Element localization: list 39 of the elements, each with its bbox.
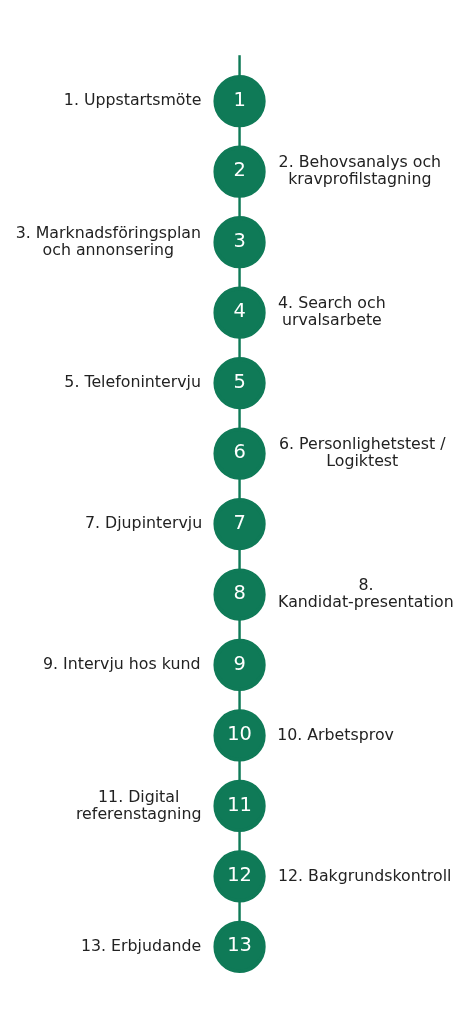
node-label: 6. Personlighetstest / Logiktest bbox=[278, 433, 446, 470]
node-label: 12. Bakgrundskontroll bbox=[277, 865, 452, 885]
node-label: 8. Kandidat-presentation bbox=[278, 574, 454, 611]
node-circle: 10 bbox=[213, 708, 266, 762]
node-circle: 12 bbox=[213, 849, 266, 902]
node-circle: 6 bbox=[213, 426, 266, 480]
node-label: 10. Arbetsprov bbox=[277, 724, 394, 744]
connector bbox=[238, 336, 241, 359]
connector bbox=[238, 548, 241, 570]
connector bbox=[238, 900, 241, 922]
node-circle: 2 bbox=[213, 145, 266, 198]
node-label: 7. Djupintervju bbox=[85, 512, 203, 532]
connector bbox=[238, 407, 241, 429]
node-label: 1. Uppstartsmöte bbox=[63, 89, 202, 109]
node-circle: 11 bbox=[213, 779, 266, 832]
connector bbox=[238, 759, 241, 781]
connector bbox=[238, 266, 241, 288]
node-circle: 3 bbox=[213, 215, 266, 268]
connector bbox=[238, 54, 241, 77]
node-circle: 1 bbox=[213, 74, 266, 127]
connector bbox=[238, 125, 241, 147]
node-label: 2. Behovsanalys och kravprofilstagning bbox=[278, 151, 442, 188]
node-circle: 13 bbox=[213, 920, 266, 973]
connector bbox=[238, 689, 241, 711]
connector bbox=[238, 618, 241, 641]
node-circle: 5 bbox=[213, 356, 266, 409]
connector bbox=[238, 477, 241, 500]
node-label: 11. Digital referenstagning bbox=[75, 786, 202, 823]
node-circle: 8 bbox=[213, 567, 266, 621]
node-label: 5. Telefonintervju bbox=[64, 371, 201, 391]
node-label: 4. Search och urvalsarbete bbox=[278, 292, 386, 329]
node-label: 13. Erbjudande bbox=[80, 935, 202, 955]
node-circle: 9 bbox=[213, 638, 266, 691]
connector bbox=[238, 830, 241, 852]
node-label: 3. Marknadsföringsplan och annonsering bbox=[15, 222, 201, 259]
node-circle: 7 bbox=[213, 497, 266, 550]
node-circle: 4 bbox=[213, 286, 266, 339]
connector bbox=[238, 195, 241, 218]
node-label: 9. Intervju hos kund bbox=[42, 653, 201, 673]
